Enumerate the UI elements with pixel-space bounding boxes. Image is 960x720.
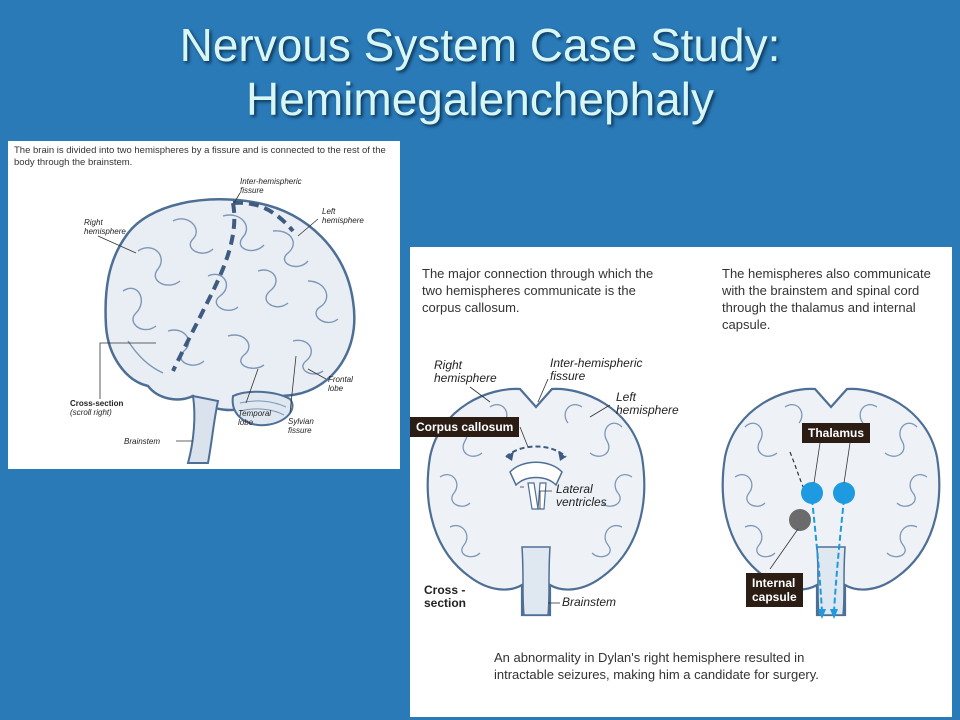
fissure-top-line	[232, 200, 295, 233]
bottom-caption-line-1: An abnormality in Dylan's right hemisphe…	[494, 650, 805, 665]
label-left-hemisphere: Left hemisphere	[322, 207, 364, 225]
label-inter-hemispheric-coronal: Inter-hemispheric fissure	[550, 356, 643, 383]
label-brainstem-coronal: Brainstem	[562, 595, 617, 609]
cerebellum-folds	[239, 400, 287, 416]
label-frontal-lobe: Frontal lobe	[328, 375, 353, 393]
thalamus-left-dot	[833, 482, 855, 504]
slide-title-line-1: Nervous System Case Study:	[179, 19, 781, 71]
inter-hemispheric-fissure-line	[171, 202, 237, 372]
left-panel-leader-lines	[97, 192, 327, 442]
thalamus-right-dot	[801, 482, 823, 504]
label-brainstem: Brainstem	[124, 437, 161, 446]
thalamus-tag: Thalamus	[802, 423, 871, 443]
label-right-hemisphere-coronal: Right hemisphere	[434, 358, 497, 385]
label-lateral-ventricles: Lateral ventricles	[556, 482, 607, 509]
coronal-section-illustrations	[426, 378, 941, 619]
bottom-caption: An abnormality in Dylan's right hemisphe…	[494, 649, 934, 683]
brainstem-shape	[186, 394, 220, 464]
callosum-caption: The major connection through which the t…	[422, 266, 654, 315]
label-left-hemisphere-coronal: Left hemisphere	[616, 390, 679, 417]
left-hemisphere-outline	[104, 198, 356, 412]
corpus-callosum-tag: Corpus callosum	[410, 417, 520, 437]
label-inter-hemispheric: Inter-hemispheric fissure	[240, 177, 302, 195]
internal-capsule-dot	[789, 509, 811, 531]
lateral-panel-caption: The brain is divided into two hemisphere…	[14, 145, 386, 168]
thalamus-caption: The hemispheres also communicate with th…	[722, 266, 931, 332]
slide-title: Nervous System Case Study: Hemimegalench…	[0, 18, 960, 126]
brain-gyri	[122, 214, 339, 375]
lateral-brain-panel: The brain is divided into two hemisphere…	[8, 141, 400, 469]
label-cross-section: Cross-section (scroll right)	[70, 399, 124, 417]
slide-title-line-2: Hemimegalenchephaly	[246, 73, 714, 125]
internal-capsule-tag: Internal capsule	[746, 573, 803, 607]
label-right-hemisphere: Right hemisphere	[84, 218, 126, 236]
lateral-brain-illustration	[97, 192, 356, 464]
label-cross-section-coronal: Cross - section	[424, 583, 467, 610]
coronal-section-corpus-callosum	[426, 387, 646, 617]
cross-section-panel: The major connection through which the t…	[410, 247, 952, 717]
cerebellum	[231, 390, 294, 427]
label-temporal-lobe: Temporal lobe	[238, 409, 272, 427]
bottom-caption-line-2: intractable seizures, making him a candi…	[494, 667, 819, 682]
right-panel-leader-lines	[469, 378, 851, 604]
label-sylvian-fissure: Sylvian fissure	[288, 417, 314, 435]
